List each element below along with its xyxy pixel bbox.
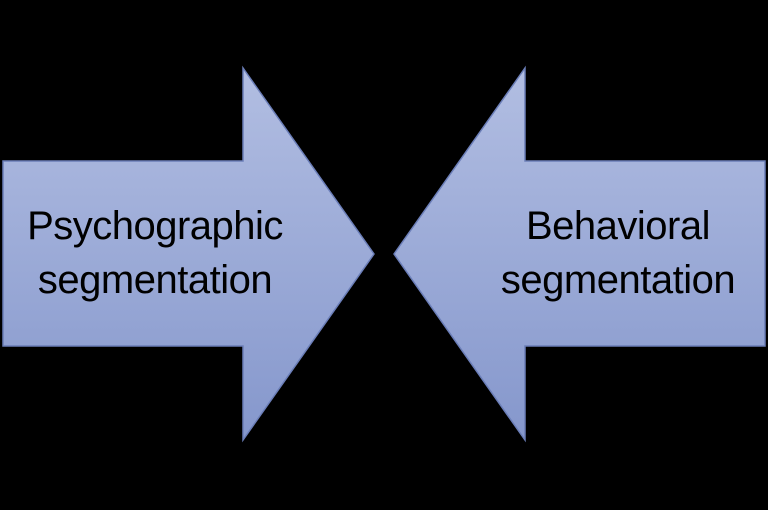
behavioral-left-arrow-shape: [393, 65, 766, 443]
psychographic-arrow-label: Psychographic segmentation: [5, 199, 305, 307]
psychographic-label-line1: Psychographic: [27, 204, 283, 248]
psychographic-label-line2: segmentation: [37, 258, 273, 302]
behavioral-label-line2: segmentation: [500, 258, 736, 302]
behavioral-label-line1: Behavioral: [525, 204, 711, 248]
psychographic-right-arrow-shape: [2, 65, 375, 443]
behavioral-arrow-label: Behavioral segmentation: [468, 199, 768, 307]
